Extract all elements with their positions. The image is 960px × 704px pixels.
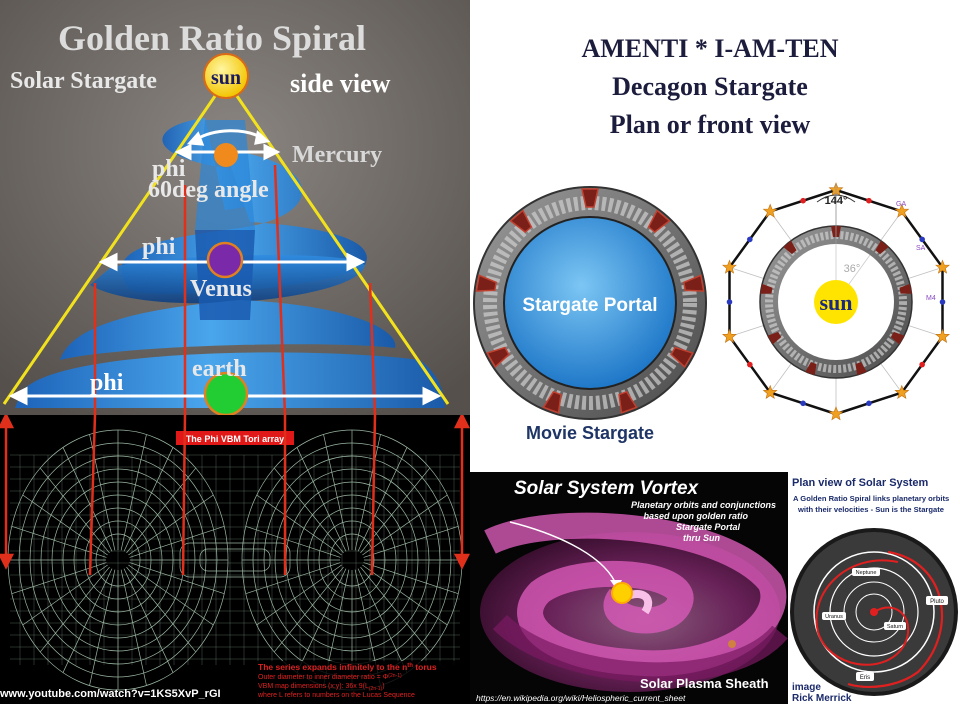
vortex-title: Solar System Vortex [514,478,700,499]
amenti-line1: AMENTI * I-AM-TEN [581,34,839,63]
red-projection-lines [93,164,377,415]
credit-name: Rick Merrick [792,693,852,704]
spiral-illustration: Golden Ratio Spiral Solar Stargate sun s… [0,0,470,415]
phi-label-top: phi [152,156,186,182]
vortex-sun [611,582,633,604]
vortex-sub4: thru Sun [683,533,720,543]
solar-stargate-label: Solar Stargate [10,68,157,94]
vortex-sub3: Stargate Portal [676,522,741,532]
amenti-heading: AMENTI * I-AM-TEN Decagon Stargate Plan … [520,30,900,144]
planet-pluto: Pluto [930,599,944,605]
mercury-label: Mercury [292,142,382,168]
amenti-line3: Plan or front view [609,110,811,139]
plan-view-panel: Plan view of Solar System A Golden Ratio… [788,472,960,704]
plan-sub1: A Golden Ratio Spiral links planetary or… [793,494,949,503]
vortex-url[interactable]: https://en.wikipedia.org/wiki/Heliospher… [476,693,686,703]
angle-label: 60deg angle [148,177,269,203]
earth-dot [203,371,249,415]
planet-uranus: Uranus [825,614,843,620]
mark-m4: M4 [926,295,936,302]
portal-label: Stargate Portal [522,295,657,316]
amenti-line2: Decagon Stargate [612,72,808,101]
decagon-sun [814,280,858,324]
spiral-title: Golden Ratio Spiral [58,18,366,58]
spiral-shape [15,118,445,408]
angle-36-label: 36° [844,263,861,275]
decagon-sun-label: sun [819,290,852,315]
movie-stargate-caption: Movie Stargate [525,423,655,443]
vbm-tori-panel: The Phi VBM Tori array The series expand… [0,415,470,704]
plasma-sheath-label: Solar Plasma Sheath [640,676,769,691]
decagon-stargate-figure: 36° 144° sun GA SA M4 [712,172,960,422]
tori-grid: The Phi VBM Tori array The series expand… [0,415,470,704]
portal-disc [503,216,677,390]
credit-image: image [792,682,821,693]
tori-note-line1: The series expands infinitely to the nth… [258,662,437,672]
tori-title: The Phi VBM Tori array [186,434,284,444]
planet-saturn: Saturn [887,624,903,630]
angle-144-label: 144° [825,195,848,207]
tori-note-line2: Outer diameter to inner diameter ratio =… [258,673,402,681]
venus-label: Venus [190,276,252,302]
mark-ga: GA [896,201,906,208]
planet-eris: Eris [860,675,870,681]
phi-label-bottom: phi [90,370,124,396]
phi-label-middle: phi [142,234,176,260]
tori-note-line4: where L refers to numbers on the Lucas S… [257,692,415,699]
plan-sub2: with their velocities - Sun is the Starg… [797,505,944,514]
vortex-sub1: Planetary orbits and conjunctions [631,500,776,510]
edge-arrows [0,415,470,570]
earth-label: earth [192,356,247,382]
sun-circle [203,53,249,99]
mercury-dot [214,143,238,167]
tori-note-line3: VBM map dimensions (x:y): 36x 9(L(2n-1)) [258,683,385,692]
plan-title: Plan view of Solar System [792,477,929,489]
venus-dot [206,241,244,279]
movie-stargate-figure: Stargate Portal [470,185,710,425]
vortex-sub2: based upon golden ratio [643,511,748,521]
solar-vortex-panel: Solar System Vortex Planetary orbits and… [470,472,788,704]
side-view-label: side view [290,69,391,98]
golden-ratio-spiral-panel: Golden Ratio Spiral Solar Stargate sun s… [0,0,470,415]
tori-url[interactable]: www.youtube.com/watch?v=1KS5XvP_rGI [0,688,221,700]
mark-sa: SA [916,245,926,252]
sun-label: sun [211,67,241,89]
planet-neptune: Neptune [856,570,877,576]
